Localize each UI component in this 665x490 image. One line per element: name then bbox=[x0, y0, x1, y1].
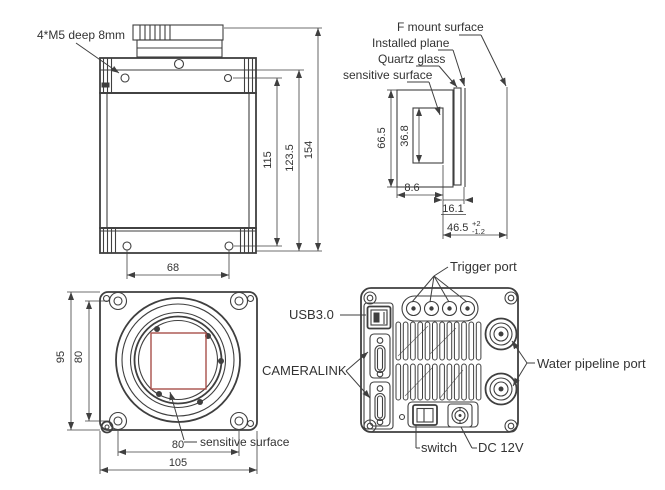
dim-sensor-offset-label: 8.6 bbox=[404, 182, 419, 194]
dim-123-5: 123.5 bbox=[256, 69, 322, 252]
usb-label: USB3.0 bbox=[289, 307, 334, 322]
dc-power-jack bbox=[447, 403, 473, 428]
m5-thread-hole bbox=[120, 73, 130, 83]
dim-front-height-label: 95 bbox=[55, 351, 67, 363]
camera-body-side bbox=[99, 92, 257, 229]
dim-hole-span-v-label: 80 bbox=[73, 351, 85, 363]
dim-flange-distance-label: 46.5 bbox=[447, 222, 468, 234]
corner-screw-holes bbox=[100, 291, 249, 434]
lens-mount bbox=[115, 297, 241, 423]
status-led bbox=[398, 413, 406, 421]
thread-callout-label: 4*M5 deep 8mm bbox=[37, 28, 125, 42]
installed-plane-label: Installed plane bbox=[372, 36, 450, 50]
vent-grille bbox=[395, 321, 482, 401]
dim-module-height-label: 66.5 bbox=[376, 127, 388, 148]
camera-bottom-plate bbox=[99, 227, 257, 254]
sensitive-surface-label-front: sensitive surface bbox=[200, 435, 290, 449]
rear-plate bbox=[360, 287, 519, 433]
sensor-module-outline bbox=[396, 89, 454, 188]
power-switch bbox=[412, 404, 438, 426]
dim-80-vertical: 80 bbox=[73, 300, 109, 422]
dim-115: 115 bbox=[233, 77, 282, 247]
cameralink-label: CAMERALINK bbox=[262, 363, 347, 378]
dim-8-6: 8.6 bbox=[396, 182, 443, 198]
dim-foot-span-label: 68 bbox=[167, 262, 179, 274]
dim-hole-span-h-label: 80 bbox=[172, 439, 184, 451]
quartz-glass-label: Quartz glass bbox=[378, 52, 445, 66]
dim-sensor-height-label: 36.8 bbox=[399, 125, 411, 146]
water-port-label: Water pipeline port bbox=[537, 356, 646, 371]
dim-46-5: 46.5 +2 -1.2 bbox=[442, 87, 508, 239]
trigger-ports bbox=[401, 295, 479, 322]
sensor-section-view: F mount surface Installed plane Quartz g… bbox=[343, 20, 508, 239]
cameralink-connectors bbox=[369, 333, 391, 427]
dim-68: 68 bbox=[126, 250, 230, 279]
trigger-port-label: Trigger port bbox=[450, 259, 517, 274]
tolerance-minus: -1.2 bbox=[472, 227, 485, 236]
lens-barrel bbox=[132, 24, 224, 58]
dim-front-width-label: 105 bbox=[169, 457, 187, 469]
dim-154: 154 bbox=[224, 27, 322, 251]
dc-label: DC 12V bbox=[478, 440, 524, 455]
water-pipeline-ports bbox=[484, 317, 518, 406]
tolerance-plus: +2 bbox=[472, 219, 481, 228]
dim-mount-depth-label: 16.1 bbox=[442, 203, 463, 215]
dim-16-1: 16.1 bbox=[434, 187, 473, 215]
f-mount-surface-label: F mount surface bbox=[397, 20, 484, 34]
front-plate bbox=[99, 291, 258, 431]
front-view: sensitive surface 95 80 80 105 bbox=[55, 291, 290, 474]
rear-view: Trigger port USB3.0 bbox=[262, 259, 646, 455]
usb-port bbox=[363, 302, 394, 430]
sensitive-surface-outline bbox=[412, 107, 444, 164]
side-view: 4*M5 deep 8mm 68 115 123.5 154 bbox=[37, 24, 322, 279]
dim-total-height-label: 154 bbox=[303, 141, 315, 159]
dim-body-height-label: 123.5 bbox=[284, 144, 296, 172]
sensitive-surface-area bbox=[150, 332, 207, 390]
switch-label: switch bbox=[421, 440, 457, 455]
quartz-glass-section bbox=[453, 87, 462, 186]
dim-66-5: 66.5 bbox=[376, 89, 397, 188]
dim-80-horizontal: 80 bbox=[117, 431, 240, 456]
camera-top-plate bbox=[99, 57, 257, 94]
dim-36-8: 36.8 bbox=[399, 108, 422, 163]
sensitive-surface-label-section: sensitive surface bbox=[343, 68, 433, 82]
dim-105: 105 bbox=[99, 431, 258, 474]
dim-hole-span-label: 115 bbox=[262, 151, 274, 169]
bottom-recess-panel bbox=[407, 401, 479, 428]
dim-95: 95 bbox=[55, 291, 100, 431]
